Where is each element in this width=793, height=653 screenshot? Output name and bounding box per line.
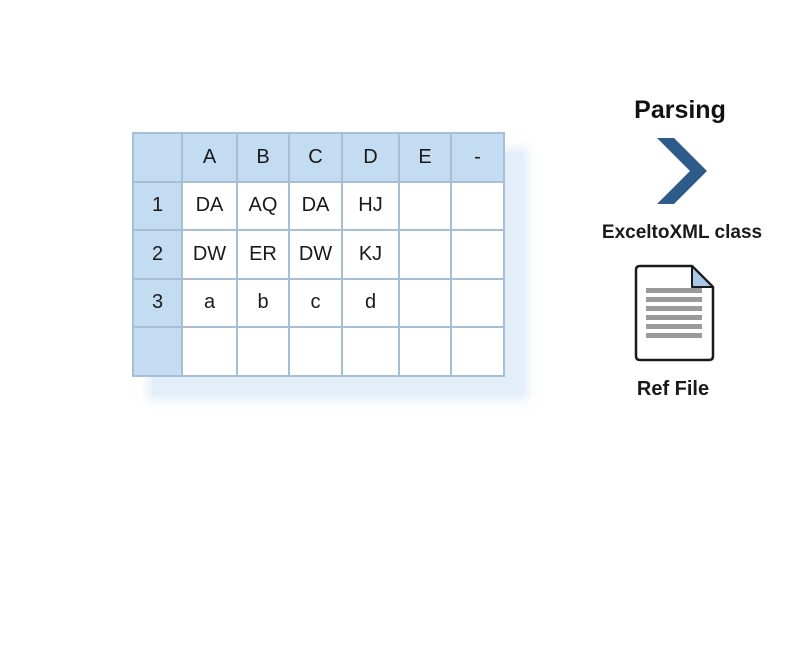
column-header-b: B xyxy=(236,132,290,183)
row-header: 1 xyxy=(132,180,183,231)
row-header xyxy=(132,326,183,377)
class-label: ExceltoXML class xyxy=(601,222,763,243)
table-row: 2 DW ER DW KJ xyxy=(132,229,505,280)
corner-cell xyxy=(132,132,183,183)
cell: DA xyxy=(288,180,343,231)
cell xyxy=(450,180,505,231)
cell: d xyxy=(341,277,400,328)
column-header-a: A xyxy=(181,132,238,183)
header-row: A B C D E - xyxy=(132,132,505,183)
chevron-right-icon xyxy=(657,138,707,204)
cell xyxy=(450,277,505,328)
cell xyxy=(398,277,452,328)
cell xyxy=(398,229,452,280)
cell: a xyxy=(181,277,238,328)
cell: DW xyxy=(288,229,343,280)
cell xyxy=(398,180,452,231)
spreadsheet-grid: A B C D E - 1 DA AQ DA HJ 2 DW ER DW KJ … xyxy=(132,132,505,377)
table-row: 1 DA AQ DA HJ xyxy=(132,180,505,231)
table-row xyxy=(132,326,505,377)
document-icon xyxy=(634,264,715,362)
cell xyxy=(341,326,400,377)
column-header-c: C xyxy=(288,132,343,183)
column-header-dash: - xyxy=(450,132,505,183)
cell: DW xyxy=(181,229,238,280)
cell: c xyxy=(288,277,343,328)
cell xyxy=(181,326,238,377)
cell: ER xyxy=(236,229,290,280)
cell: b xyxy=(236,277,290,328)
row-header: 3 xyxy=(132,277,183,328)
cell: HJ xyxy=(341,180,400,231)
cell xyxy=(288,326,343,377)
parsing-title: Parsing xyxy=(634,96,726,124)
column-header-d: D xyxy=(341,132,400,183)
table-row: 3 a b c d xyxy=(132,277,505,328)
file-label: Ref File xyxy=(636,378,710,400)
cell: AQ xyxy=(236,180,290,231)
cell xyxy=(450,229,505,280)
cell xyxy=(450,326,505,377)
row-header: 2 xyxy=(132,229,183,280)
cell xyxy=(236,326,290,377)
cell xyxy=(398,326,452,377)
column-header-e: E xyxy=(398,132,452,183)
cell: DA xyxy=(181,180,238,231)
cell: KJ xyxy=(341,229,400,280)
